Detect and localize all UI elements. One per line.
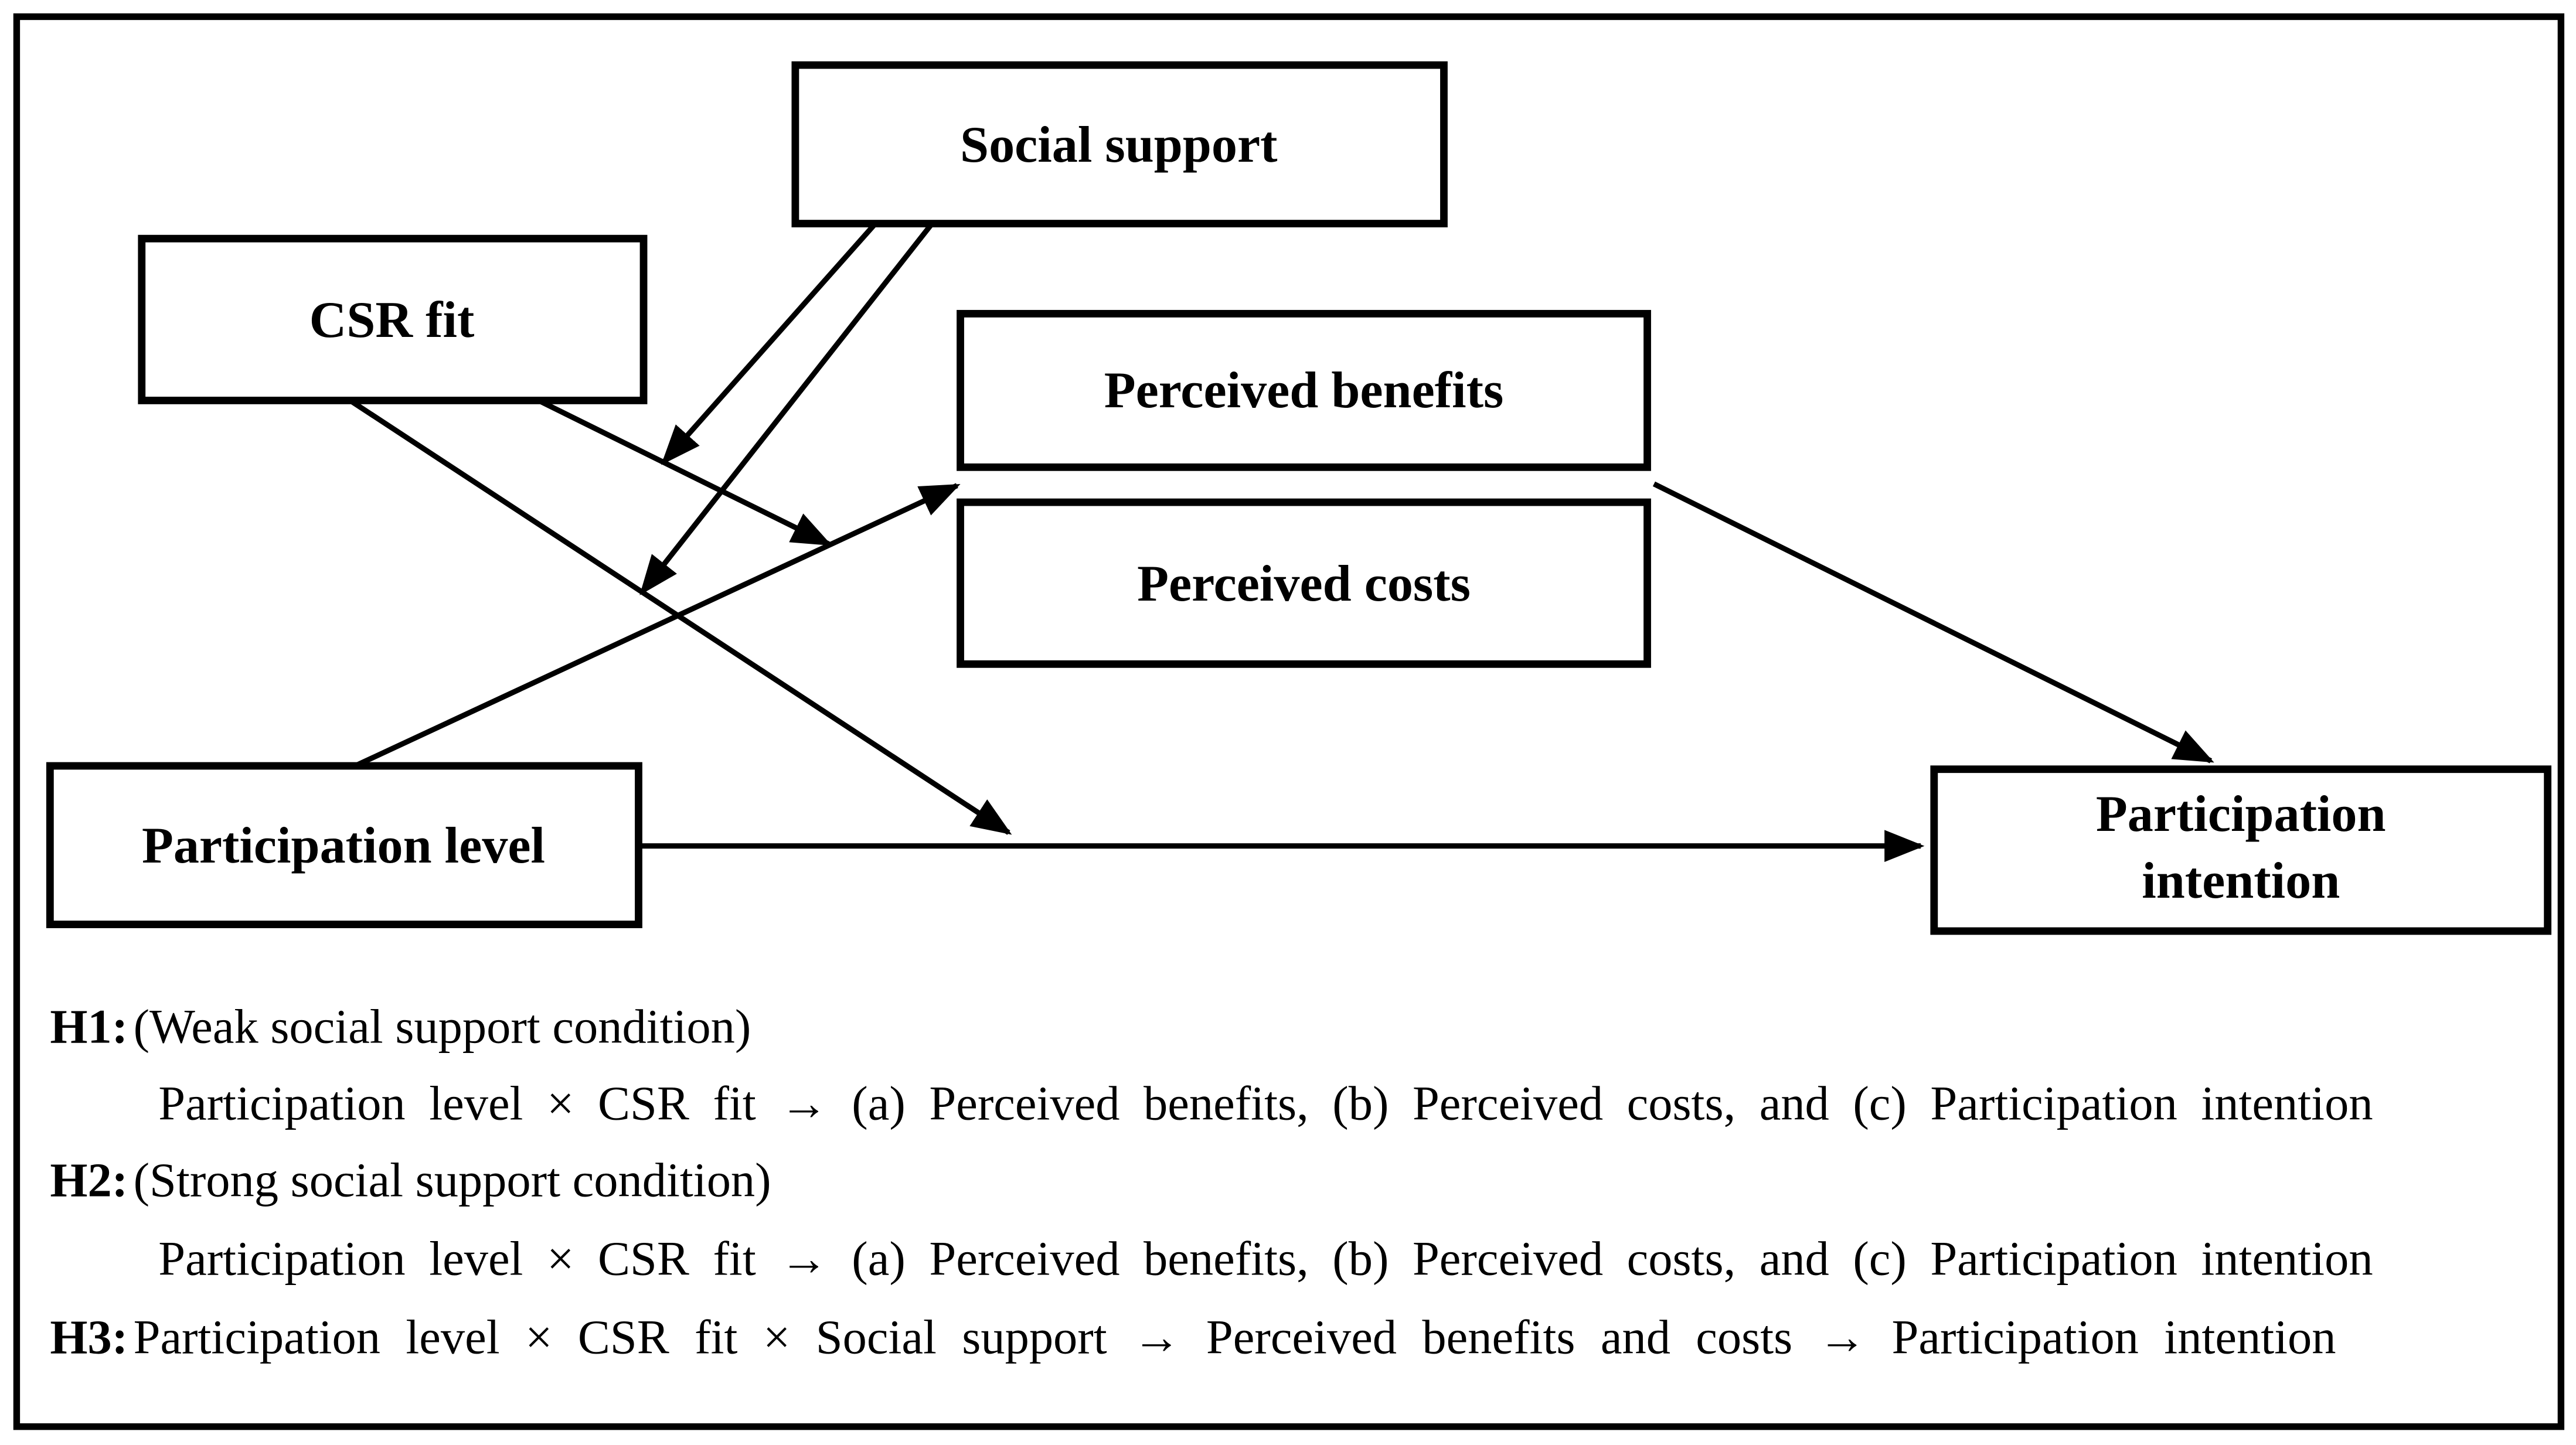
- node-csr-fit: CSR fit: [138, 234, 648, 404]
- perceived-benefits-box: [957, 309, 1651, 471]
- node-social-support: Social support: [791, 61, 1448, 227]
- participation-intention-box: [1930, 765, 2552, 935]
- perceived-costs-box: [957, 498, 1651, 668]
- arrow-mediators-to-intention: [1652, 481, 2214, 764]
- arrow-social-support-moderation-1: [661, 221, 877, 465]
- hypothesis-h2-statement: Participation level × CSR fit → (a) Perc…: [158, 1232, 2373, 1286]
- hypothesis-h3-statement: Participation level × CSR fit × Social s…: [134, 1310, 2336, 1364]
- csr-fit-box: [138, 234, 648, 404]
- csr-fit-label: CSR fit: [309, 291, 475, 349]
- participation-intention-label-line1: Participation: [2096, 785, 2386, 843]
- participation-level-box: [46, 762, 642, 928]
- node-participation-level: Participation level: [46, 762, 642, 928]
- participation-level-label: Participation level: [142, 817, 545, 874]
- arrow-participation-level-to-mediators: [353, 483, 961, 769]
- arrow-csr-fit-moderates-mediator-path: [537, 398, 832, 547]
- node-participation-intention: Participation intention: [1930, 765, 2552, 935]
- perceived-benefits-label: Perceived benefits: [1104, 362, 1503, 419]
- participation-intention-label-line2: intention: [2142, 852, 2340, 909]
- hypothesis-h1-condition: (Weak social support condition): [134, 1000, 751, 1054]
- arrow-csr-fit-moderates-intention-path: [348, 398, 1012, 835]
- hypothesis-h1-label: H1:: [50, 1000, 128, 1054]
- arrow-social-support-moderation-2: [639, 221, 934, 595]
- social-support-label: Social support: [960, 116, 1277, 173]
- perceived-costs-label: Perceived costs: [1137, 555, 1471, 612]
- hypothesis-h2-condition: (Strong social support condition): [134, 1153, 771, 1207]
- social-support-box: [791, 61, 1448, 227]
- node-perceived-benefits: Perceived benefits: [957, 309, 1651, 471]
- node-perceived-costs: Perceived costs: [957, 498, 1651, 668]
- hypothesis-h1-statement: Participation level × CSR fit → (a) Perc…: [158, 1076, 2373, 1130]
- hypothesis-h3-label: H3:: [50, 1310, 128, 1364]
- hypothesis-h2-label: H2:: [50, 1153, 128, 1207]
- figure-border: [13, 13, 2565, 1430]
- hypotheses-block: H1: (Weak social support condition) Part…: [50, 1000, 2373, 1364]
